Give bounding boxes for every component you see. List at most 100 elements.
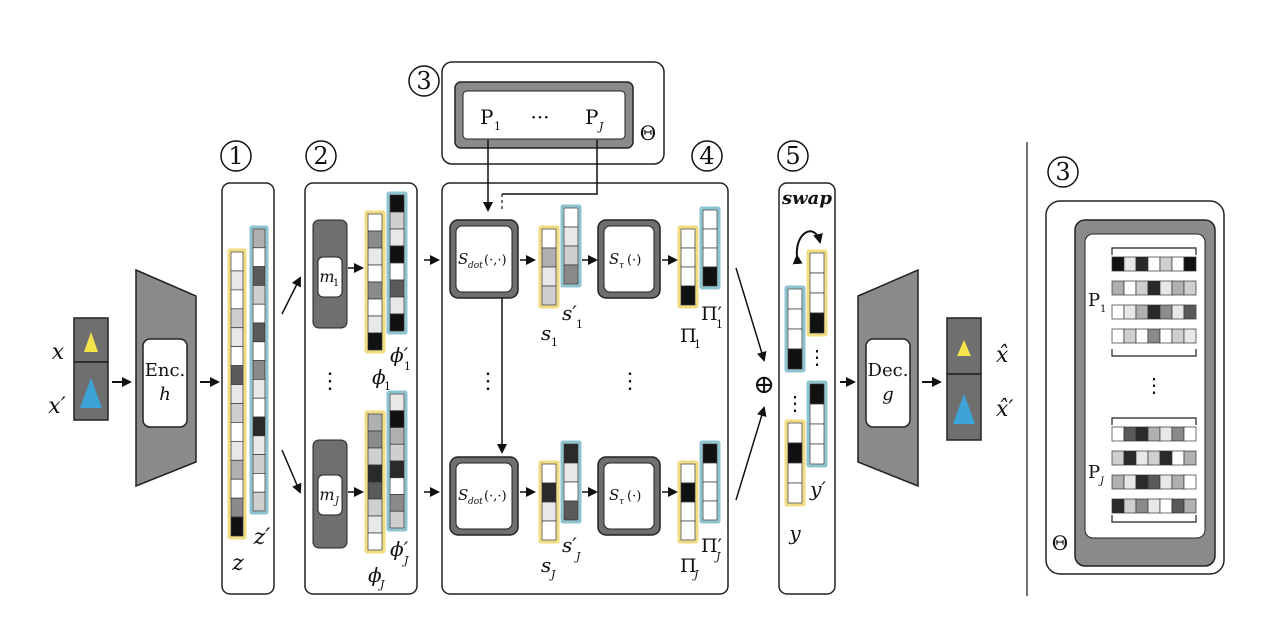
vector-cell bbox=[680, 266, 696, 287]
vector-cell bbox=[787, 308, 803, 330]
prototype-cell bbox=[1183, 426, 1197, 442]
prototype-cell bbox=[1135, 304, 1149, 320]
step-5-label: 5 bbox=[777, 140, 809, 172]
vector-cell bbox=[367, 447, 383, 466]
vector-cell bbox=[787, 442, 803, 464]
vector-cell bbox=[702, 462, 718, 483]
vector-cell bbox=[367, 315, 383, 334]
pi-1-prime-label: Π′ 1 bbox=[701, 303, 723, 331]
svg-text:1: 1 bbox=[333, 278, 339, 289]
vector-cell bbox=[702, 209, 718, 230]
prototype-cell bbox=[1123, 498, 1137, 514]
prototype-cell bbox=[1135, 426, 1149, 442]
input-images bbox=[73, 317, 109, 421]
input-x-prime-label: x′ bbox=[48, 394, 65, 419]
vector-cell bbox=[389, 510, 405, 529]
concat-symbol: ⊕ bbox=[753, 370, 775, 400]
vector-cell bbox=[230, 516, 244, 537]
input-x-label: x bbox=[52, 340, 65, 365]
vector-cell bbox=[809, 403, 825, 425]
swap-arrow-icon bbox=[792, 230, 823, 265]
vdots-y: ⋮ bbox=[785, 391, 805, 415]
prototype-cell bbox=[1183, 256, 1197, 272]
prototype-cell bbox=[1171, 474, 1185, 490]
step-2-label: 2 bbox=[305, 140, 337, 172]
svg-text:(·,·): (·,·) bbox=[484, 489, 507, 504]
svg-text:3: 3 bbox=[1055, 158, 1070, 186]
svg-text:1: 1 bbox=[494, 120, 501, 133]
prototype-cell bbox=[1147, 474, 1161, 490]
vector-cell bbox=[702, 443, 718, 464]
svg-text:J: J bbox=[1098, 476, 1105, 487]
prototype-cell bbox=[1135, 256, 1149, 272]
vector-cell bbox=[809, 383, 825, 405]
svg-text:P: P bbox=[480, 105, 493, 129]
vector-cell bbox=[252, 266, 266, 286]
pi-J-label: Π J bbox=[680, 555, 699, 581]
vector-cell bbox=[252, 247, 266, 267]
y-label: y bbox=[788, 521, 801, 545]
svg-text:S: S bbox=[458, 486, 468, 504]
svg-text:m: m bbox=[319, 485, 334, 504]
svg-text:S: S bbox=[609, 486, 619, 504]
encoder-function-label: h bbox=[159, 384, 171, 405]
vector-cell bbox=[389, 477, 405, 495]
svg-text:1: 1 bbox=[716, 318, 723, 331]
prototype-cell bbox=[1171, 280, 1185, 296]
prototype-cell bbox=[1171, 426, 1185, 442]
prototype-cell bbox=[1183, 280, 1197, 296]
latent-vector-z bbox=[227, 248, 247, 540]
vector-cell bbox=[367, 264, 383, 283]
prototype-cell bbox=[1111, 498, 1125, 514]
phi-1-vector bbox=[364, 210, 386, 354]
s-J-label: s J bbox=[541, 553, 556, 581]
vector-cell bbox=[680, 501, 696, 522]
vector-cell bbox=[809, 252, 825, 274]
prototype-cell bbox=[1111, 474, 1125, 490]
vector-cell bbox=[809, 423, 825, 445]
svg-text:1: 1 bbox=[1100, 304, 1106, 315]
vector-cell bbox=[541, 482, 557, 503]
prototype-cell bbox=[1111, 328, 1125, 344]
prototype-cell bbox=[1171, 450, 1185, 466]
svg-text:dot: dot bbox=[468, 261, 483, 271]
vector-cell bbox=[563, 226, 579, 247]
vector-cell bbox=[809, 272, 825, 294]
vector-cell bbox=[252, 473, 266, 493]
y-top-vector bbox=[784, 285, 806, 373]
prototype-cell bbox=[1159, 304, 1173, 320]
vector-cell bbox=[389, 460, 405, 479]
blue-triangle-icon bbox=[80, 378, 102, 408]
svg-text:dot: dot bbox=[468, 497, 483, 507]
vector-cell bbox=[680, 463, 696, 484]
vector-cell bbox=[252, 341, 266, 361]
step-3-detail-label: 3 bbox=[1047, 156, 1079, 188]
vector-cell bbox=[230, 327, 244, 348]
prototype-cell bbox=[1159, 256, 1173, 272]
vdots-detail: ⋮ bbox=[1144, 373, 1164, 397]
vector-cell bbox=[367, 481, 383, 500]
s-1-label: s 1 bbox=[541, 321, 558, 349]
prototype-cell bbox=[1147, 328, 1161, 344]
output-xhat-prime-label: x̂′ bbox=[996, 397, 1013, 422]
svg-text:m: m bbox=[319, 267, 334, 286]
vector-cell bbox=[230, 289, 244, 310]
prototype-cell bbox=[1147, 498, 1161, 514]
vector-cell bbox=[563, 264, 579, 285]
prototype-cell bbox=[1171, 256, 1185, 272]
prototype-cell bbox=[1111, 426, 1125, 442]
vector-cell bbox=[252, 379, 266, 399]
z-prime-label: z′ bbox=[253, 525, 271, 550]
prototype-cell bbox=[1183, 304, 1197, 320]
vector-cell bbox=[702, 500, 718, 521]
vector-cell bbox=[230, 440, 244, 461]
svg-text:5: 5 bbox=[785, 142, 800, 170]
vector-cell bbox=[230, 459, 244, 480]
prototype-cell bbox=[1111, 280, 1125, 296]
prototype-cell bbox=[1159, 498, 1173, 514]
vdots-y-prime: ⋮ bbox=[807, 345, 827, 369]
vector-cell bbox=[787, 462, 803, 484]
svg-text:τ: τ bbox=[619, 261, 625, 271]
encoder-label: Enc. bbox=[145, 360, 186, 381]
prototype-cell bbox=[1123, 328, 1137, 344]
